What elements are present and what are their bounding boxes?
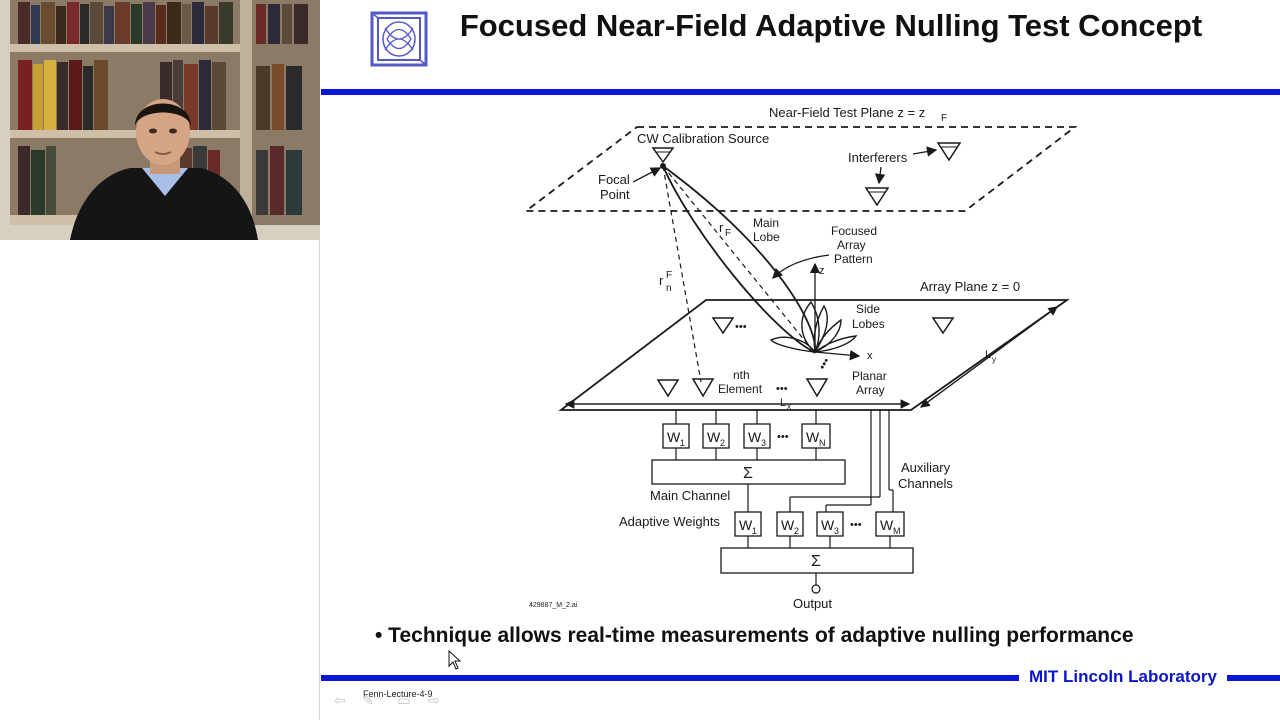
figure-id: 429887_M_2.ai [529,602,578,609]
element-ellipsis-3: ••• [817,356,833,372]
cw-source-antenna-icon [651,147,675,164]
rn-sub: n [666,283,672,294]
main-weight-n: W [806,429,820,445]
nth-element-label-2: Element [718,382,763,396]
main-lobe-label-2: Lobe [753,230,780,244]
rn-sup: F [666,270,672,281]
z-axis-label: z [819,265,825,277]
main-weight-1: W [667,429,681,445]
main-weight-1-sub: 1 [680,438,685,448]
adaptive-weight-3-sub: 3 [834,526,839,536]
nth-element-label-1: nth [733,368,750,382]
focused-pattern-label-2: Array [837,238,866,252]
main-channel-label: Main Channel [650,488,730,503]
adaptive-weight-2-sub: 2 [794,526,799,536]
lecture-id: Fenn-Lecture-4-9 [363,689,433,699]
main-weight-boxes [662,423,831,449]
side-lobes-label-1: Side [856,302,880,316]
rf-label: r [719,220,724,235]
adaptive-weights-label: Adaptive Weights [619,514,720,529]
adaptive-weight-m: W [880,517,894,533]
element-ellipsis-2: ••• [776,383,788,395]
interferer-antenna-icon-1 [936,142,962,162]
slide: Focused Near-Field Adaptive Nulling Test… [321,0,1280,720]
rf-sub: F [725,228,731,239]
ly-sub: y [992,355,996,364]
adaptive-weight-2: W [781,517,795,533]
lincoln-lab-logo [370,11,428,67]
array-plane-label: Array Plane z = 0 [920,279,1020,294]
main-weight-2: W [707,429,721,445]
main-weight-3: W [748,429,762,445]
output-label: Output [793,596,832,611]
title-divider [321,89,1280,95]
interferer-antenna-icon-2 [864,187,890,207]
pen-tool-icon[interactable]: ✎ [362,692,374,708]
footer-lab-name: MIT Lincoln Laboratory [1019,667,1227,687]
ly-label: L [985,349,991,361]
aux-channels-label-2: Channels [898,476,953,491]
array-element-antenna-icon [656,317,955,398]
cw-source-label: CW Calibration Source [637,131,769,146]
focused-pattern-label-1: Focused [831,224,877,238]
lx-sub: x [787,402,791,411]
adaptive-weight-boxes [734,511,905,537]
presenter-video-frame [0,0,320,240]
side-lobes [769,300,858,354]
lx-label: L [780,397,786,409]
focal-point-label-2: Point [600,187,630,202]
main-summer-symbol: Σ [743,465,753,482]
planar-array-label-1: Planar [852,369,887,383]
footer-divider [321,675,1280,681]
adaptive-weight-m-sub: M [893,526,901,536]
aux-channels-label-1: Auxiliary [901,460,951,475]
rn-dashed-line [662,165,702,383]
slide-title: Focused Near-Field Adaptive Nulling Test… [459,8,1203,43]
adaptive-weight-3: W [821,517,835,533]
planar-array-label-2: Array [856,383,885,397]
mouse-cursor-icon [448,650,462,670]
focused-pattern-label-3: Pattern [834,252,873,266]
x-axis-label: x [867,350,873,362]
main-weight-2-sub: 2 [720,438,725,448]
slide-menu-icon[interactable]: ▭ [397,692,411,708]
left-blank-panel [0,240,320,720]
focal-point-label-1: Focal [598,172,630,187]
output-port-circle [811,584,821,594]
adaptive-weight-ellipsis: ••• [850,519,862,531]
main-weight-n-sub: N [819,438,826,448]
element-ellipsis-1: ••• [735,321,747,333]
side-lobes-label-2: Lobes [852,317,885,331]
main-summer-box [651,459,846,485]
rn-label: r [659,273,664,288]
main-weight-3-sub: 3 [761,438,766,448]
rf-dashed-line [662,165,815,353]
next-slide-arrow-icon[interactable]: ⇨ [428,692,440,708]
presenter-webcam-video [0,0,320,240]
interferers-label: Interferers [848,150,908,165]
slide-bullet: • Technique allows real-time measurement… [375,624,1134,647]
output-summer-symbol: Σ [811,553,821,570]
near-field-diagram: Near-Field Test Plane z = z F CW Calibra… [523,105,1078,611]
adaptive-weight-1: W [739,517,753,533]
main-weight-ellipsis: ••• [777,431,789,443]
adaptive-weight-1-sub: 1 [752,526,757,536]
array-plane [558,299,1070,411]
near-field-plane-sub: F [941,113,947,124]
main-lobe-label-1: Main [753,216,779,230]
output-summer-box [720,547,914,574]
prev-slide-arrow-icon[interactable]: ⇦ [334,692,346,708]
near-field-plane-label: Near-Field Test Plane z = z [769,105,925,120]
near-field-plane [523,126,1078,212]
